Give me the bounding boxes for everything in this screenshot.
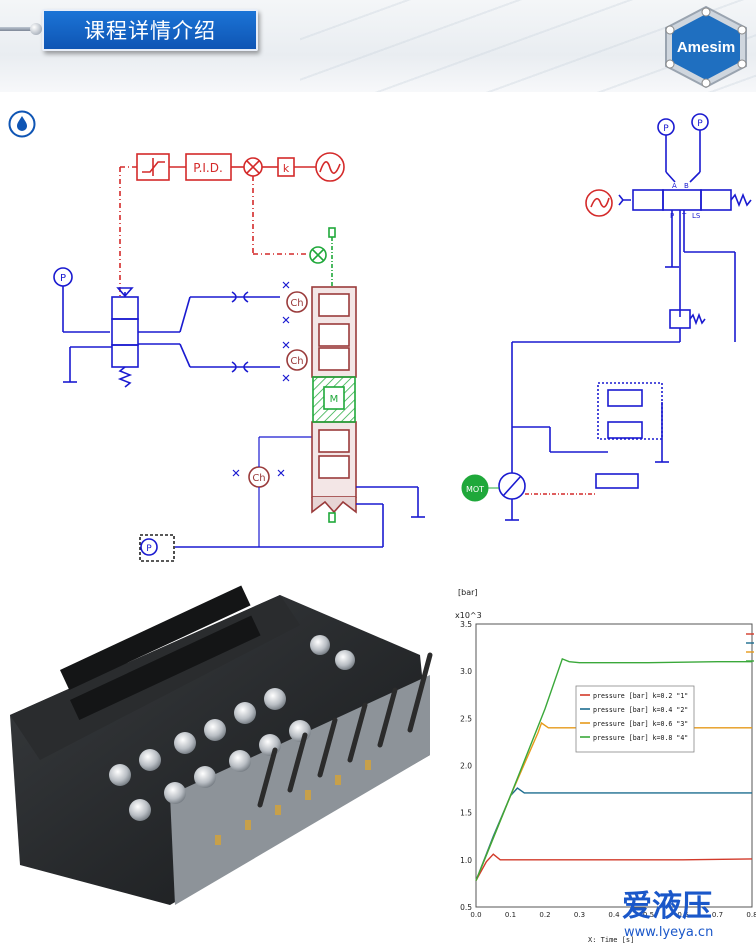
port-label-p: P: [670, 212, 674, 220]
port-label-b: B: [684, 182, 689, 190]
y-tick-label: 2.5: [460, 714, 472, 723]
pressure-source-label: P: [146, 544, 152, 554]
x-tick-label: 0.5: [643, 911, 654, 919]
right-signal: [525, 189, 613, 495]
x-tick-label: 0.6: [677, 911, 689, 919]
legend-entry: pressure [bar] k=0.8 "4": [593, 734, 688, 742]
series-line-1: [475, 853, 753, 881]
mass-label: M: [330, 394, 339, 405]
x-tick-label: 0.1: [505, 911, 516, 919]
watermark: 爱液压 www.lyeya.cn: [622, 889, 713, 940]
pressure-source: [139, 534, 175, 562]
chamber-group: [248, 291, 308, 488]
chart-legend: pressure [bar] k=0.2 "1" pressure [bar] k…: [575, 685, 695, 753]
watermark-url: www.lyeya.cn: [624, 925, 713, 940]
x-tick-label: 0.0: [470, 911, 481, 919]
chart-axes: 0.0 0.1 0.2 0.3 0.4 0.5 0.6 0.7 0.8 0.5 1.0 1.5 2.0 2…: [460, 620, 756, 919]
pressure-sensor-label: P: [60, 273, 66, 284]
port-label-ls: LS: [692, 212, 701, 220]
chart-ylabel: [bar]: [458, 588, 478, 597]
page-title: 课程详情介绍: [42, 9, 258, 51]
x-tick-label: 0.7: [712, 911, 723, 919]
chart-series: [475, 633, 754, 881]
series-line-3: [475, 721, 752, 881]
motor-label: MOT: [466, 485, 484, 494]
x-tick-label: 0.2: [539, 911, 550, 919]
mass-block: [309, 227, 356, 523]
cylinder-stack: [311, 286, 357, 514]
control-signal-chain: [119, 152, 345, 297]
gauge-label-2: P: [697, 119, 703, 129]
page-title-text: 课程详情介绍: [84, 19, 216, 43]
pressure-sensor-left: [53, 267, 110, 333]
legend-entry: pressure [bar] k=0.2 "1": [593, 692, 688, 700]
y-tick-label: 3.0: [460, 667, 472, 676]
series-line-4: [475, 657, 752, 881]
port-label-a: A: [672, 182, 677, 190]
y-tick-label: 2.0: [460, 762, 472, 771]
watermark-brand: 爱液压: [622, 889, 712, 924]
amesim-logo-icon: Amesim: [665, 5, 747, 89]
logo-text: Amesim: [677, 39, 735, 56]
chamber-label-1: Ch: [290, 298, 303, 309]
plot-area: [475, 623, 753, 908]
y-tick-label: 0.5: [460, 903, 472, 912]
legend-entry: pressure [bar] k=0.6 "3": [593, 720, 688, 728]
legend-box: [575, 685, 695, 753]
directional-valve: [63, 287, 280, 388]
left-schematic: P.I.D. k P: [53, 152, 425, 562]
pid-label: P.I.D.: [193, 161, 223, 175]
chamber-label-3: Ch: [252, 473, 265, 484]
chart-y-multiplier: x10^3: [455, 611, 482, 620]
gain-label: k: [283, 162, 290, 175]
port-label-t: T: [681, 212, 687, 220]
legend-entry: pressure [bar] k=0.4 "2": [593, 706, 688, 714]
y-tick-label: 3.5: [460, 620, 472, 629]
hydraulic-schematic: P.I.D. k P: [53, 113, 752, 562]
chart-xlabel: X: Time [s]: [588, 936, 634, 944]
gauge-label-1: P: [663, 124, 669, 134]
y-tick-label: 1.5: [460, 809, 472, 818]
x-tick-label: 0.4: [608, 911, 620, 919]
chamber-label-2: Ch: [290, 356, 303, 367]
right-schematic: [498, 113, 752, 521]
water-drop-icon: [8, 110, 36, 138]
motor: [461, 474, 499, 502]
pin-icon: [0, 22, 48, 36]
valve-block-photo: [10, 585, 433, 905]
x-tick-label: 0.3: [574, 911, 585, 919]
y-tick-label: 1.0: [460, 856, 472, 865]
x-tick-label: 0.8: [746, 911, 756, 919]
